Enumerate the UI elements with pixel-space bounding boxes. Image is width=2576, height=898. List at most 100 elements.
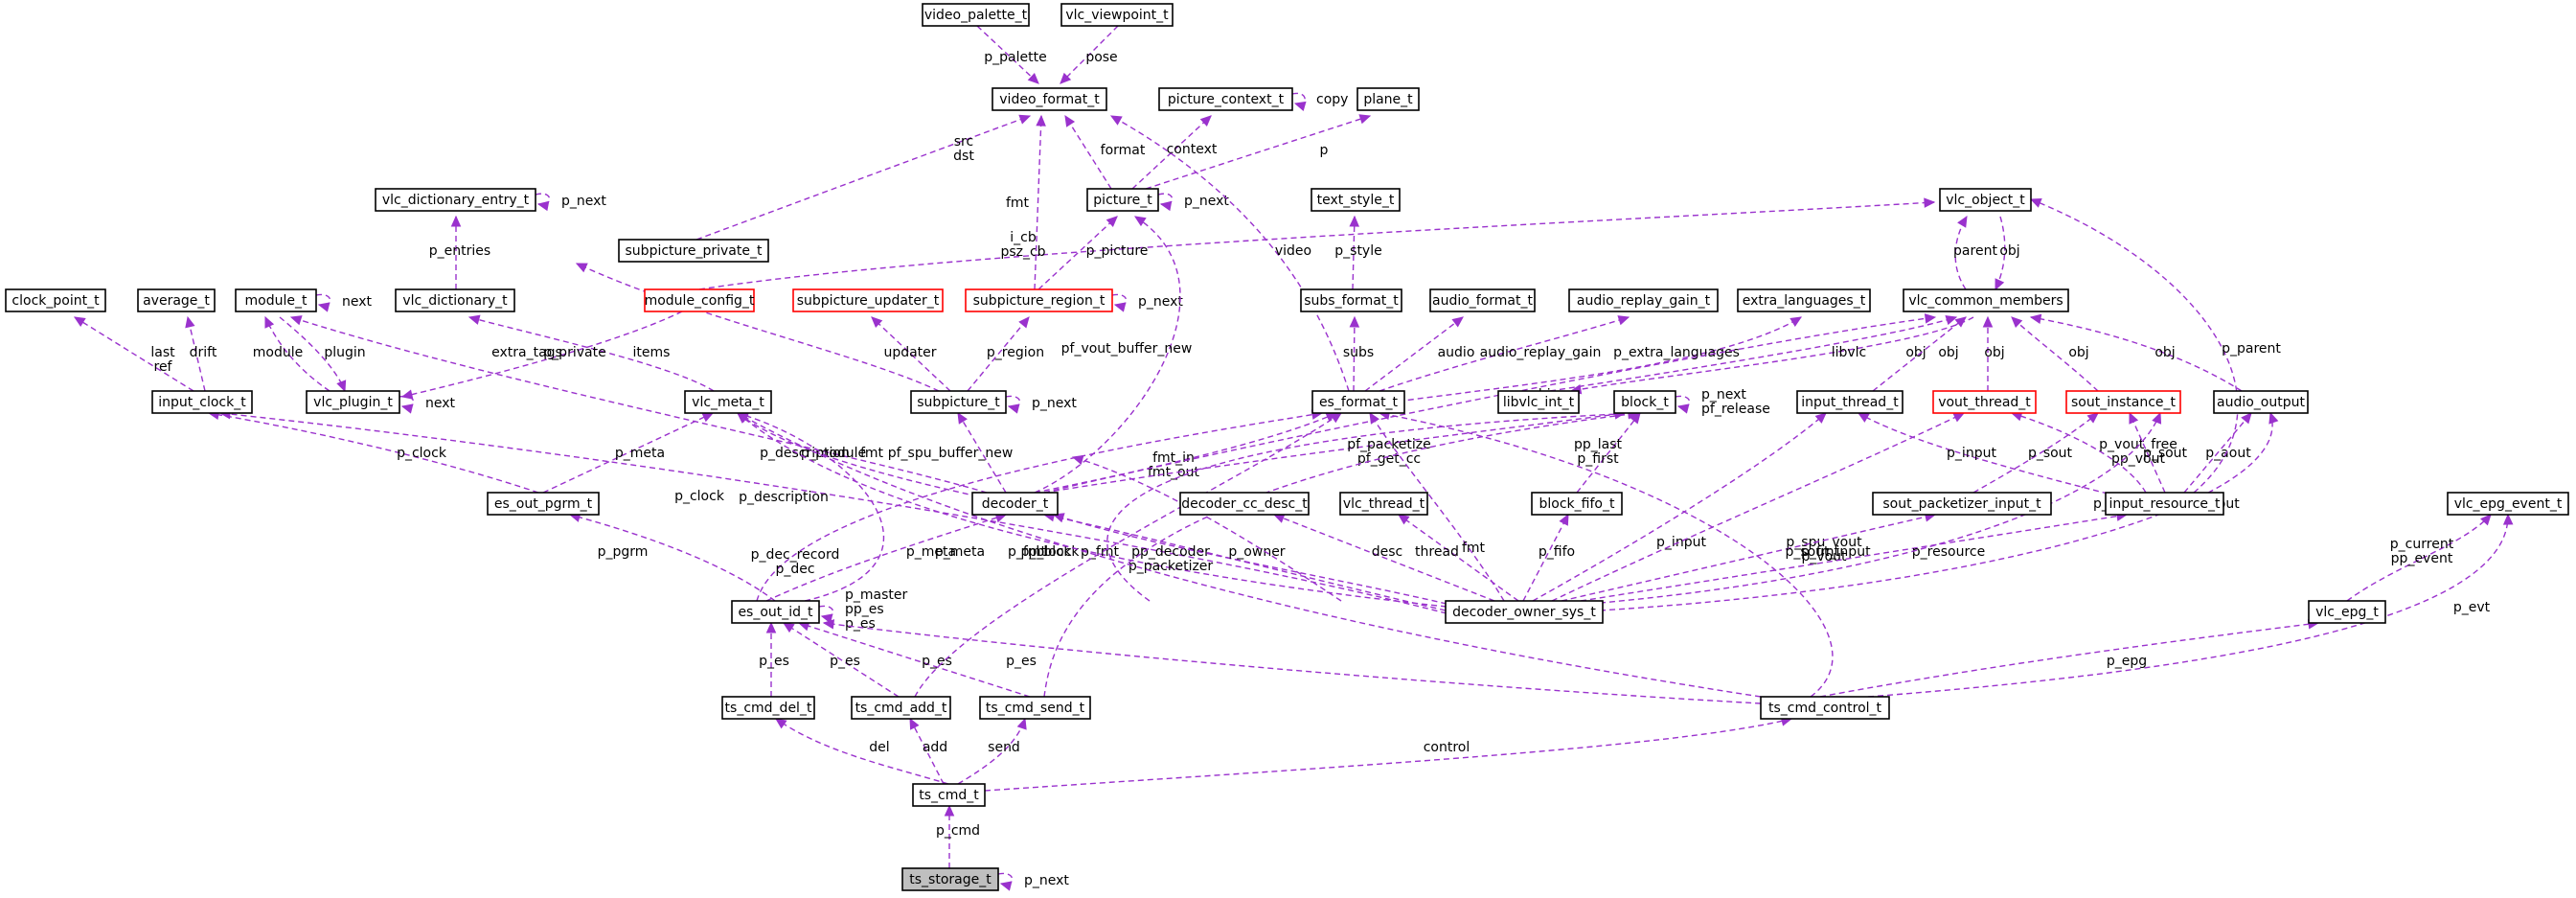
node-box[interactable] xyxy=(1903,288,2069,312)
node-es_format_t[interactable]: es_format_t xyxy=(1311,390,1405,414)
node-box[interactable] xyxy=(1356,87,1420,111)
node-box[interactable] xyxy=(992,87,1107,111)
node-block_fifo_t[interactable]: block_fifo_t xyxy=(1531,492,1623,516)
node-box[interactable] xyxy=(1531,492,1623,516)
node-vout_thread_t[interactable]: vout_thread_t xyxy=(1932,390,2037,414)
node-box[interactable] xyxy=(731,600,820,624)
node-subpicture_t[interactable]: subpicture_t xyxy=(910,390,1007,414)
node-libvlc_int_t[interactable]: libvlc_int_t xyxy=(1497,390,1580,414)
node-box[interactable] xyxy=(1760,696,1890,720)
node-box[interactable] xyxy=(235,288,317,312)
node-box[interactable] xyxy=(910,390,1007,414)
node-video_palette_t[interactable]: video_palette_t xyxy=(922,3,1030,27)
node-vlc_meta_t[interactable]: vlc_meta_t xyxy=(684,390,772,414)
node-box[interactable] xyxy=(912,783,986,807)
node-video_format_t[interactable]: video_format_t xyxy=(992,87,1107,111)
node-ts_cmd_t[interactable]: ts_cmd_t xyxy=(912,783,986,807)
node-box[interactable] xyxy=(1429,288,1536,312)
node-box[interactable] xyxy=(971,492,1059,516)
node-vlc_object_t[interactable]: vlc_object_t xyxy=(1939,188,2032,212)
node-box[interactable] xyxy=(792,288,944,312)
node-subpicture_updater_t[interactable]: subpicture_updater_t xyxy=(792,288,944,312)
node-input_clock_t[interactable]: input_clock_t xyxy=(151,390,253,414)
node-box[interactable] xyxy=(1060,3,1174,27)
node-vlc_plugin_t[interactable]: vlc_plugin_t xyxy=(306,390,400,414)
node-box[interactable] xyxy=(2308,600,2386,624)
node-box[interactable] xyxy=(2447,492,2569,516)
node-box[interactable] xyxy=(851,696,951,720)
node-box[interactable] xyxy=(151,390,253,414)
node-audio_format_t[interactable]: audio_format_t xyxy=(1429,288,1536,312)
node-box[interactable] xyxy=(1568,288,1719,312)
node-vlc_viewpoint_t[interactable]: vlc_viewpoint_t xyxy=(1060,3,1174,27)
node-text_style_t[interactable]: text_style_t xyxy=(1311,188,1401,212)
node-decoder_cc_desc_t[interactable]: decoder_cc_desc_t xyxy=(1179,492,1310,516)
node-box[interactable] xyxy=(137,288,216,312)
node-decoder_owner_sys_t[interactable]: decoder_owner_sys_t xyxy=(1445,600,1604,624)
node-subpicture_private_t[interactable]: subpicture_private_t xyxy=(618,239,769,263)
node-ts_cmd_control_t[interactable]: ts_cmd_control_t xyxy=(1760,696,1890,720)
node-es_out_id_t[interactable]: es_out_id_t xyxy=(731,600,820,624)
node-box[interactable] xyxy=(1932,390,2037,414)
node-subs_format_t[interactable]: subs_format_t xyxy=(1300,288,1402,312)
node-es_out_pgrm_t[interactable]: es_out_pgrm_t xyxy=(487,492,600,516)
node-box[interactable] xyxy=(2105,492,2224,516)
node-extra_languages_t[interactable]: extra_languages_t xyxy=(1737,288,1871,312)
node-input_resource_t[interactable]: input_resource_t xyxy=(2105,492,2224,516)
node-box[interactable] xyxy=(1311,390,1405,414)
node-block_t[interactable]: block_t xyxy=(1613,390,1676,414)
node-module_config_t[interactable]: module_config_t xyxy=(644,288,755,312)
node-plane_t[interactable]: plane_t xyxy=(1356,87,1420,111)
node-ts_cmd_del_t[interactable]: ts_cmd_del_t xyxy=(721,696,815,720)
node-box[interactable] xyxy=(1796,390,1904,414)
node-vlc_common_members[interactable]: vlc_common_members xyxy=(1903,288,2069,312)
node-box[interactable] xyxy=(1497,390,1580,414)
node-box[interactable] xyxy=(487,492,600,516)
node-vlc_epg_event_t[interactable]: vlc_epg_event_t xyxy=(2447,492,2569,516)
node-vlc_dictionary_entry_t[interactable]: vlc_dictionary_entry_t xyxy=(375,188,536,212)
node-box[interactable] xyxy=(1300,288,1402,312)
node-ts_cmd_send_t[interactable]: ts_cmd_send_t xyxy=(979,696,1091,720)
node-box[interactable] xyxy=(684,390,772,414)
node-box[interactable] xyxy=(1179,492,1310,516)
node-box[interactable] xyxy=(901,867,999,891)
node-ts_storage_t[interactable]: ts_storage_t xyxy=(901,867,999,891)
node-box[interactable] xyxy=(979,696,1091,720)
node-box[interactable] xyxy=(2065,390,2181,414)
node-sout_packetizer_input_t[interactable]: sout_packetizer_input_t xyxy=(1872,492,2052,516)
node-box[interactable] xyxy=(1613,390,1676,414)
node-average_t[interactable]: average_t xyxy=(137,288,216,312)
node-box[interactable] xyxy=(1339,492,1428,516)
node-box[interactable] xyxy=(395,288,515,312)
node-box[interactable] xyxy=(1737,288,1871,312)
node-box[interactable] xyxy=(721,696,815,720)
node-box[interactable] xyxy=(1445,600,1604,624)
node-box[interactable] xyxy=(306,390,400,414)
node-clock_point_t[interactable]: clock_point_t xyxy=(5,288,106,312)
node-audio_output[interactable]: audio_output xyxy=(2213,390,2309,414)
node-sout_instance_t[interactable]: sout_instance_t xyxy=(2065,390,2181,414)
node-audio_replay_gain_t[interactable]: audio_replay_gain_t xyxy=(1568,288,1719,312)
node-vlc_dictionary_t[interactable]: vlc_dictionary_t xyxy=(395,288,515,312)
node-box[interactable] xyxy=(1872,492,2052,516)
node-box[interactable] xyxy=(2213,390,2309,414)
node-box[interactable] xyxy=(5,288,106,312)
node-box[interactable] xyxy=(1086,188,1159,212)
node-box[interactable] xyxy=(1939,188,2032,212)
node-decoder_t[interactable]: decoder_t xyxy=(971,492,1059,516)
node-box[interactable] xyxy=(644,288,755,312)
node-module_t[interactable]: module_t xyxy=(235,288,317,312)
node-box[interactable] xyxy=(1311,188,1401,212)
node-box[interactable] xyxy=(922,3,1030,27)
node-picture_t[interactable]: picture_t xyxy=(1086,188,1159,212)
node-picture_context_t[interactable]: picture_context_t xyxy=(1158,87,1293,111)
node-vlc_thread_t[interactable]: vlc_thread_t xyxy=(1339,492,1428,516)
node-box[interactable] xyxy=(965,288,1113,312)
node-box[interactable] xyxy=(618,239,769,263)
node-box[interactable] xyxy=(1158,87,1293,111)
node-input_thread_t[interactable]: input_thread_t xyxy=(1796,390,1904,414)
node-subpicture_region_t[interactable]: subpicture_region_t xyxy=(965,288,1113,312)
node-box[interactable] xyxy=(375,188,536,212)
node-ts_cmd_add_t[interactable]: ts_cmd_add_t xyxy=(851,696,951,720)
node-vlc_epg_t[interactable]: vlc_epg_t xyxy=(2308,600,2386,624)
